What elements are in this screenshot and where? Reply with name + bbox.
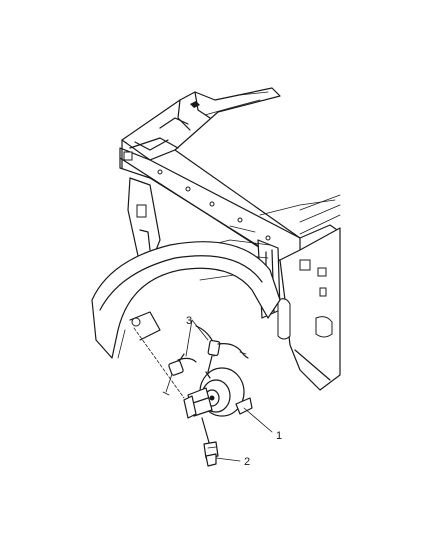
wheel-well-arch: [91, 241, 281, 359]
upper-frame-rail: [121, 87, 281, 161]
right-body-panel: [277, 194, 341, 391]
leader-lines: [133, 319, 273, 462]
horn: [183, 367, 253, 419]
callout-labels: 1 2 3: [186, 315, 282, 468]
callout-2-label: 2: [244, 456, 250, 468]
radiator-crossmember: [119, 137, 341, 263]
horn-wiring-harness: [162, 325, 249, 396]
callout-3-label: 3: [186, 315, 192, 327]
callout-1-label: 1: [276, 430, 282, 442]
horn-bolt: [201, 417, 219, 467]
